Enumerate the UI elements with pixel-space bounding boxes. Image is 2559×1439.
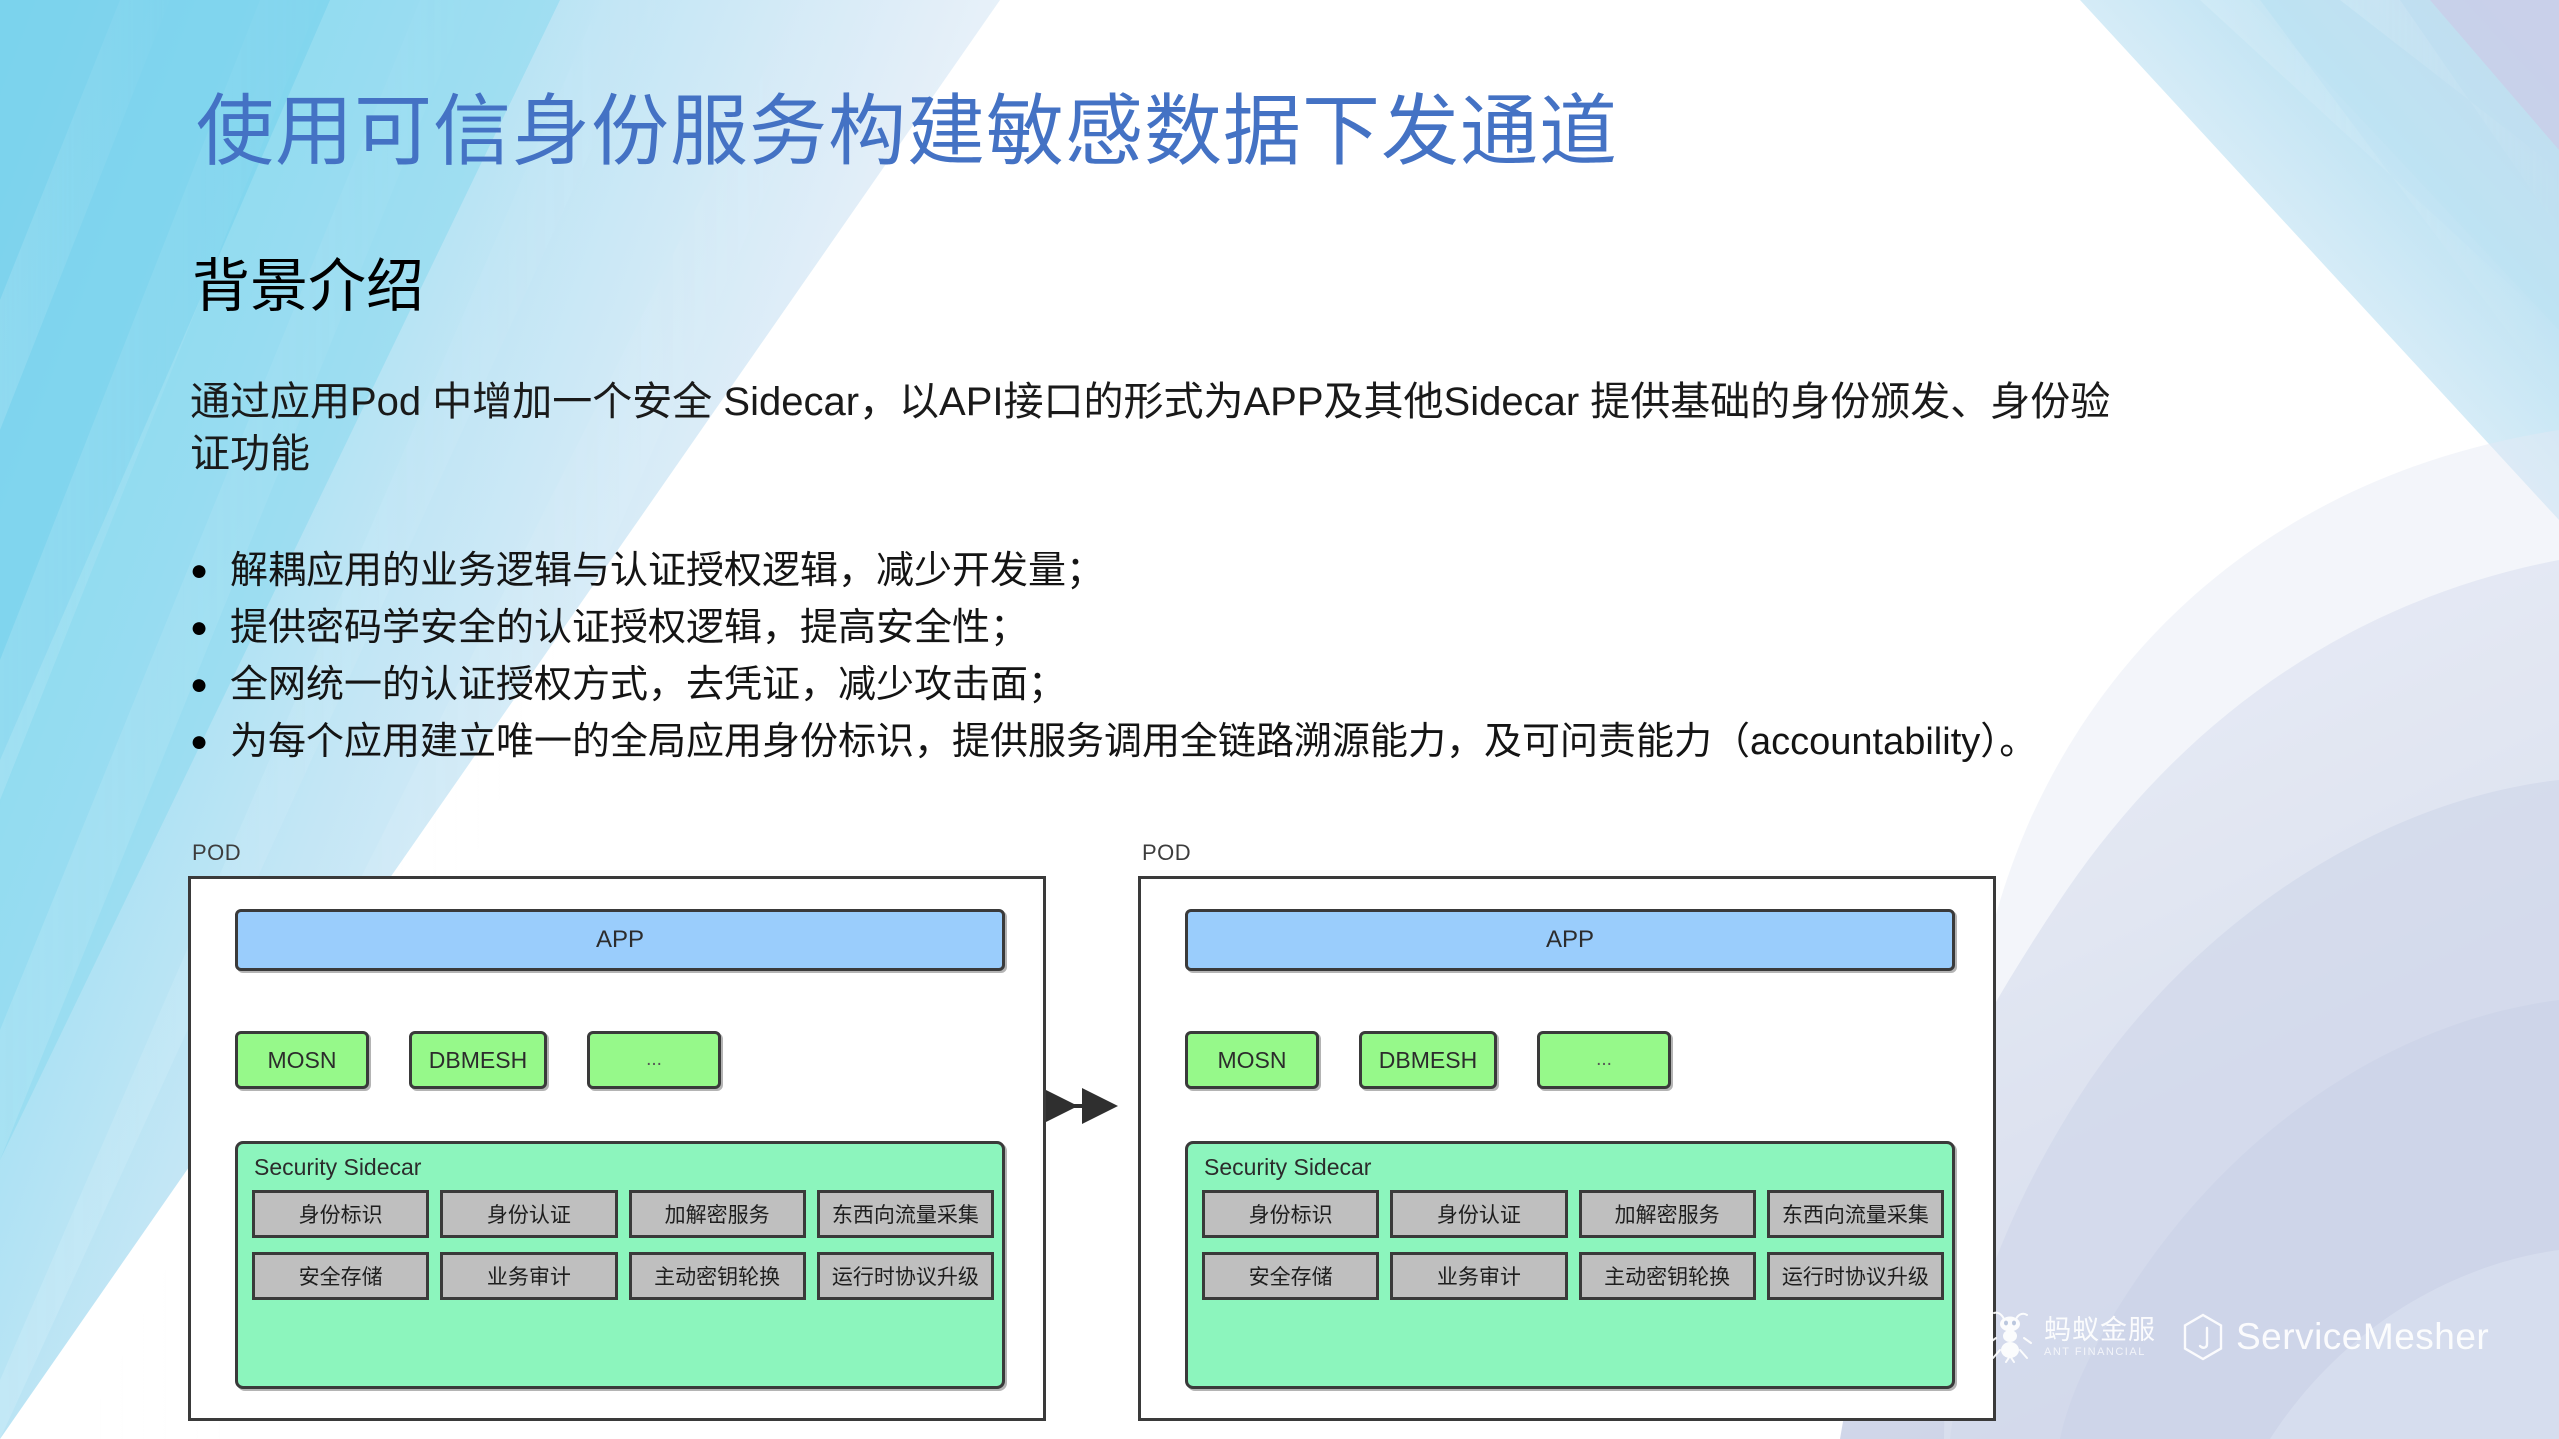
- sidecar-capability[interactable]: 业务审计: [440, 1252, 618, 1300]
- sidecar-capability[interactable]: 运行时协议升级: [816, 1252, 994, 1300]
- pod-label-right: POD: [1142, 840, 1192, 865]
- sidecar-capability[interactable]: 身份标识: [1202, 1190, 1380, 1238]
- servicemesher-label: ServiceMesher: [2236, 1316, 2490, 1357]
- security-sidecar-title-right: Security Sidecar: [1204, 1154, 1372, 1180]
- list-item: ● 提供密码学安全的认证授权逻辑，提高安全性；: [190, 605, 2150, 653]
- pod-container-right: APP MOSN DBMESH ... Security Sidecar 身份标…: [1138, 876, 1996, 1421]
- ant-financial-cn-label: 蚂蚁金服: [2044, 1314, 2156, 1345]
- sidecar-capability[interactable]: 身份认证: [440, 1190, 618, 1238]
- bullet-marker-icon: ●: [190, 724, 209, 758]
- more-mesh-box-left[interactable]: ...: [587, 1031, 721, 1089]
- ant-mascot-icon: [1988, 1311, 2032, 1363]
- bg-top-right-wave: [2080, 0, 2559, 520]
- bg-mid-wave: [1944, 430, 2559, 1439]
- sidecar-capability[interactable]: 加解密服务: [628, 1190, 806, 1238]
- sidecar-capability[interactable]: 业务审计: [1390, 1252, 1568, 1300]
- sidecar-capability[interactable]: 身份标识: [252, 1190, 430, 1238]
- sidecar-capability[interactable]: 主动密钥轮换: [628, 1252, 806, 1300]
- bullet-marker-icon: ●: [190, 554, 209, 587]
- ant-financial-logo: 蚂蚁金服 ANT FINANCIAL: [1988, 1310, 2156, 1364]
- list-item-label: 全网统一的认证授权方式，去凭证，减少攻击面；: [230, 663, 1067, 706]
- list-item: ● 为每个应用建立唯一的全局应用身份标识，提供服务调用全链路溯源能力，及可问责能…: [190, 719, 2150, 767]
- bullet-marker-icon: ●: [190, 610, 209, 644]
- dbmesh-box-right[interactable]: DBMESH: [1359, 1031, 1497, 1089]
- bullet-marker-icon: ●: [190, 667, 209, 701]
- list-item-label: 为每个应用建立唯一的全局应用身份标识，提供服务调用全链路溯源能力，及可问责能力（…: [230, 720, 2038, 763]
- architecture-diagram: POD APP MOSN DBMESH ... Security Sidecar…: [188, 838, 2038, 1433]
- branding-logos: 蚂蚁金服 ANT FINANCIAL ServiceMesher: [1988, 1310, 2489, 1364]
- security-sidecar-title-left: Security Sidecar: [254, 1154, 422, 1180]
- security-sidecar-left: Security Sidecar 身份标识 身份认证 加解密服务 东西向流量采集…: [235, 1141, 1005, 1389]
- bullet-list: ● 解耦应用的业务逻辑与认证授权逻辑，减少开发量； ● 提供密码学安全的认证授权…: [190, 548, 2150, 776]
- mosn-box-left[interactable]: MOSN: [235, 1031, 369, 1089]
- sidecar-capability[interactable]: 安全存储: [252, 1252, 430, 1300]
- sidecar-capability-grid-right: 身份标识 身份认证 加解密服务 东西向流量采集 安全存储 业务审计 主动密钥轮换…: [1202, 1190, 1944, 1300]
- ant-financial-en-label: ANT FINANCIAL: [2044, 1345, 2146, 1358]
- sidecar-capability[interactable]: 身份认证: [1390, 1190, 1568, 1238]
- sidecar-capability[interactable]: 加解密服务: [1578, 1190, 1756, 1238]
- list-item: ● 全网统一的认证授权方式，去凭证，减少攻击面；: [190, 662, 2150, 710]
- list-item: ● 解耦应用的业务逻辑与认证授权逻辑，减少开发量；: [190, 548, 2150, 596]
- dbmesh-box-left[interactable]: DBMESH: [409, 1031, 547, 1089]
- section-heading: 背景介绍: [192, 254, 425, 319]
- sidecar-capability-grid-left: 身份标识 身份认证 加解密服务 东西向流量采集 安全存储 业务审计 主动密钥轮换…: [252, 1190, 994, 1300]
- mosn-box-right[interactable]: MOSN: [1185, 1031, 1319, 1089]
- pod-label-left: POD: [192, 840, 242, 865]
- servicemesher-logo: ServiceMesher: [2182, 1313, 2489, 1361]
- intro-paragraph: 通过应用Pod 中增加一个安全 Sidecar，以API接口的形式为APP及其他…: [190, 380, 2111, 476]
- more-mesh-box-right[interactable]: ...: [1537, 1031, 1671, 1089]
- page-title: 使用可信身份服务构建敏感数据下发通道: [196, 87, 1619, 175]
- sidecar-capability[interactable]: 东西向流量采集: [1766, 1190, 1944, 1238]
- sidecar-capability[interactable]: 运行时协议升级: [1766, 1252, 1944, 1300]
- list-item-label: 提供密码学安全的认证授权逻辑，提高安全性；: [230, 606, 1029, 649]
- security-sidecar-right: Security Sidecar 身份标识 身份认证 加解密服务 东西向流量采集…: [1185, 1141, 1955, 1389]
- pod-container-left: APP MOSN DBMESH ... Security Sidecar 身份标…: [188, 876, 1046, 1421]
- servicemesher-hexagon-icon: [2183, 1313, 2223, 1361]
- list-item-label: 解耦应用的业务逻辑与认证授权逻辑，减少开发量；: [230, 550, 1105, 592]
- sidecar-capability[interactable]: 东西向流量采集: [816, 1190, 994, 1238]
- app-box-left[interactable]: APP: [235, 909, 1005, 971]
- sidecar-capability[interactable]: 安全存储: [1202, 1252, 1380, 1300]
- sidecar-capability[interactable]: 主动密钥轮换: [1578, 1252, 1756, 1300]
- app-box-right[interactable]: APP: [1185, 909, 1955, 971]
